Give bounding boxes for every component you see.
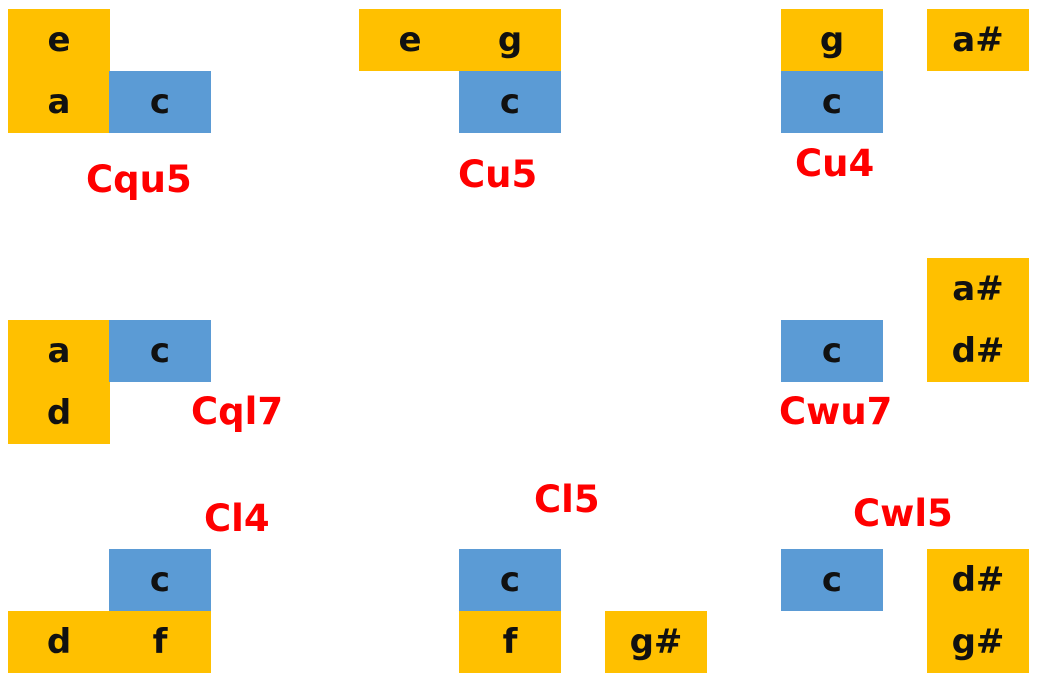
chord-label: Cwu7 xyxy=(779,390,893,433)
root-cell: c xyxy=(459,71,561,133)
root-cell: c xyxy=(109,549,211,611)
chord-label: Cql7 xyxy=(191,390,284,433)
note-cell: g xyxy=(781,9,883,71)
chord-label: Cl4 xyxy=(204,497,270,540)
chord-label: Cu5 xyxy=(458,153,538,196)
chord-label: Cwl5 xyxy=(853,492,953,535)
root-cell: c xyxy=(109,320,211,382)
note-cell: g# xyxy=(927,611,1029,673)
note-cell: e xyxy=(8,9,110,71)
note-cell: d# xyxy=(927,320,1029,382)
chord-label: Cu4 xyxy=(795,142,875,185)
note-cell: g xyxy=(459,9,561,71)
note-cell: d xyxy=(8,382,110,444)
note-cell: f xyxy=(109,611,211,673)
note-cell: d# xyxy=(927,549,1029,611)
note-cell: d xyxy=(8,611,110,673)
root-cell: c xyxy=(781,549,883,611)
root-cell: c xyxy=(109,71,211,133)
note-cell: f xyxy=(459,611,561,673)
root-cell: c xyxy=(459,549,561,611)
note-cell: a xyxy=(8,320,110,382)
chord-label: Cl5 xyxy=(534,478,600,521)
chord-label: Cqu5 xyxy=(86,158,192,201)
root-cell: c xyxy=(781,71,883,133)
note-cell: g# xyxy=(605,611,707,673)
note-cell: e xyxy=(359,9,461,71)
note-cell: a# xyxy=(927,258,1029,320)
root-cell: c xyxy=(781,320,883,382)
note-cell: a# xyxy=(927,9,1029,71)
note-cell: a xyxy=(8,71,110,133)
